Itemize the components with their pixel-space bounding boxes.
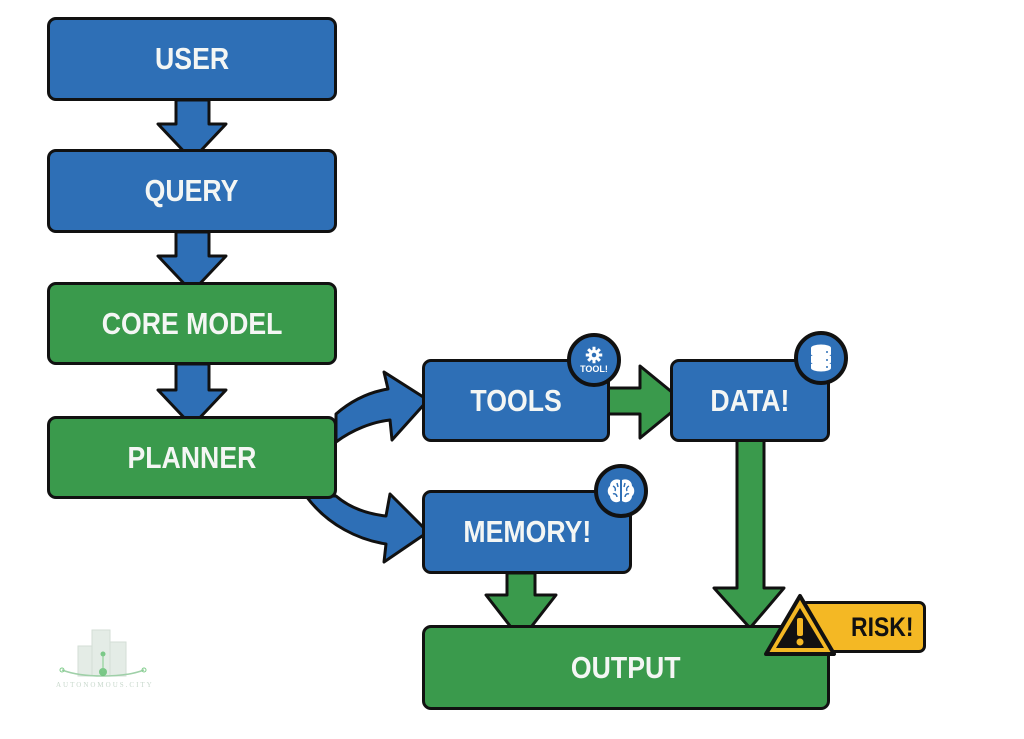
watermark-logo: [59, 629, 147, 677]
data-badge: [794, 331, 848, 385]
arrow-query-to-core-model: [156, 230, 228, 294]
node-user-label: USER: [154, 41, 230, 76]
node-query: QUERY: [47, 149, 337, 233]
arrow-tools-to-data: [606, 364, 686, 440]
node-memory-label: MEMORY!: [463, 514, 591, 549]
node-planner-label: PLANNER: [127, 439, 257, 475]
arrow-planner-to-memory: [304, 492, 430, 564]
node-core-model: CORE MODEL: [47, 282, 337, 365]
arrow-memory-to-output: [484, 571, 558, 642]
memory-badge: [594, 464, 648, 518]
arrow-core-model-to-planner: [156, 362, 228, 428]
tools-badge-text: TOOL!: [580, 364, 608, 374]
node-user: USER: [47, 17, 337, 101]
node-output: OUTPUT: [422, 625, 830, 710]
node-output-label: OUTPUT: [571, 649, 681, 685]
warning-icon: [764, 594, 836, 656]
arrow-planner-to-tools: [334, 370, 430, 444]
tools-badge: TOOL!: [567, 333, 621, 387]
node-core-model-label: CORE MODEL: [101, 305, 283, 341]
node-tools-label: TOOLS: [470, 382, 562, 418]
watermark-text: AUTONOMOUS.CITY: [56, 681, 154, 689]
gear-icon: [585, 346, 603, 364]
node-data-label: DATA!: [710, 382, 790, 418]
risk-label-text: RISK!: [850, 611, 913, 642]
brain-icon: [607, 479, 635, 503]
node-query-label: QUERY: [145, 173, 239, 208]
node-planner: PLANNER: [47, 416, 337, 499]
database-icon: [811, 344, 831, 372]
arrow-user-to-query: [156, 98, 228, 162]
arrow-data-to-output: [712, 438, 786, 630]
node-tools: TOOLS: [422, 359, 610, 442]
